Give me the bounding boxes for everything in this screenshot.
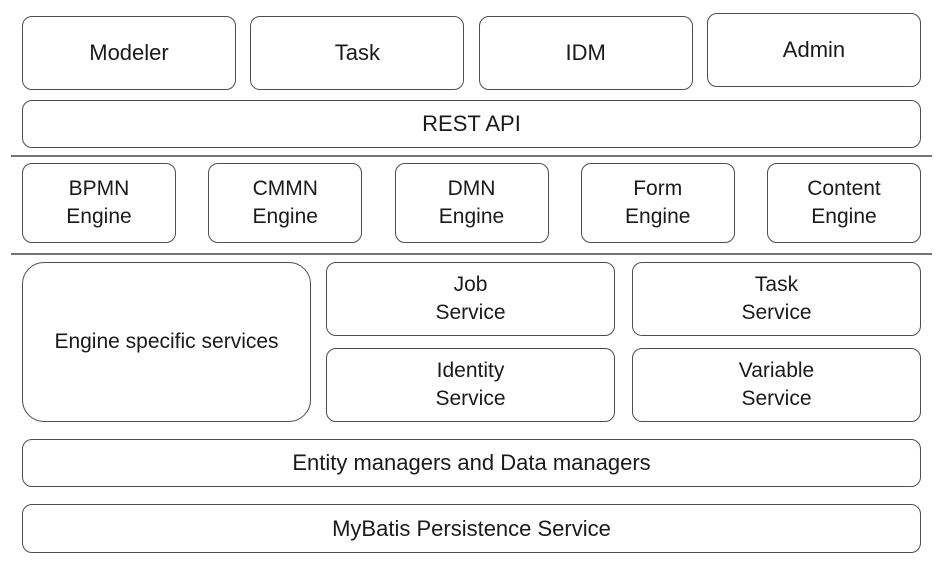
engine-box-dmn: DMN Engine	[394, 163, 549, 243]
app-box-task: Task	[250, 16, 465, 90]
apps-row: Modeler Task IDM Admin	[22, 13, 921, 90]
engines-row: BPMN Engine CMMN Engine DMN Engine Form …	[22, 163, 921, 243]
engine-box-content: Content Engine	[767, 163, 921, 243]
app-box-admin: Admin	[706, 13, 921, 87]
engine-specific-services-box: Engine specific services	[22, 262, 311, 422]
service-box-job: Job Service	[326, 262, 615, 336]
service-box-identity: Identity Service	[326, 348, 615, 422]
service-box-task: Task Service	[632, 262, 921, 336]
persistence-bar: MyBatis Persistence Service	[22, 504, 921, 553]
engine-box-form: Form Engine	[580, 163, 735, 243]
services-section: Engine specific services Job Service Tas…	[22, 262, 921, 422]
service-box-variable: Variable Service	[632, 348, 921, 422]
services-grid: Job Service Task Service Identity Servic…	[326, 262, 921, 422]
app-box-modeler: Modeler	[22, 16, 236, 90]
section-divider-lower	[11, 253, 932, 255]
app-box-idm: IDM	[478, 16, 693, 90]
entity-managers-bar: Entity managers and Data managers	[22, 439, 921, 487]
section-divider-upper	[11, 155, 932, 157]
engine-box-cmmn: CMMN Engine	[208, 163, 363, 243]
rest-api-bar: REST API	[22, 100, 921, 148]
engine-box-bpmn: BPMN Engine	[22, 163, 176, 243]
